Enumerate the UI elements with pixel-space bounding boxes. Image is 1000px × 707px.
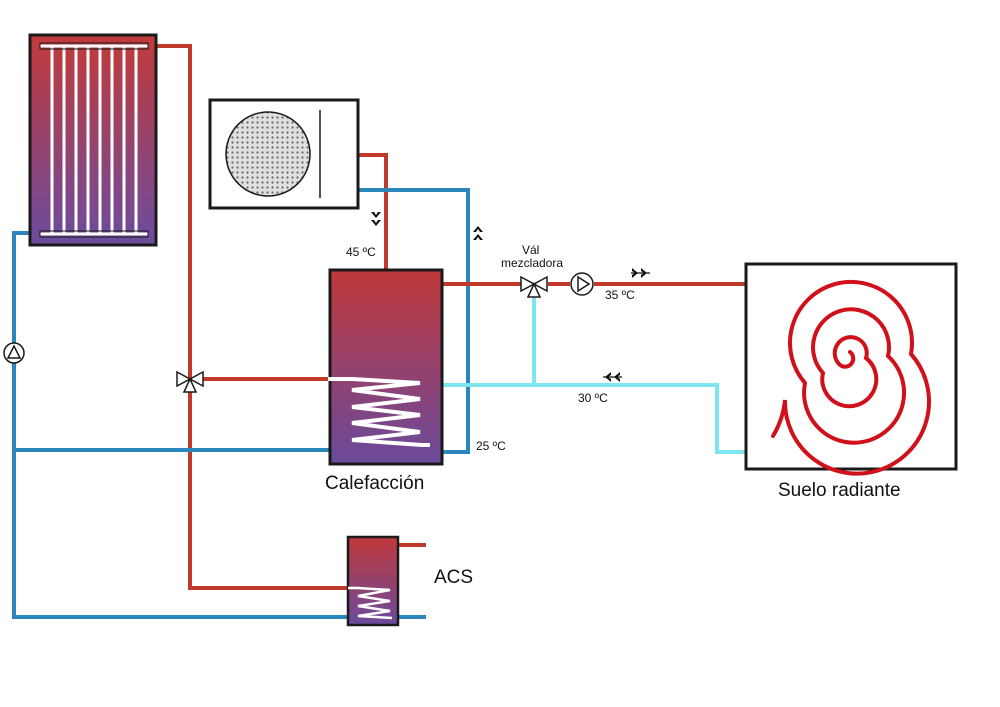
floor-heating-label: Suelo radiante [778, 480, 901, 501]
mixing-valve-label-line1: Vál [522, 243, 539, 257]
solar-collector-icon [28, 33, 158, 247]
heatpump-cold-pipe [358, 188, 470, 454]
solar-hot-pipe [156, 44, 348, 590]
dhw-tank [346, 535, 400, 627]
temp-tank-top-label: 45 ºC [346, 245, 376, 259]
dhw-coil-icon [348, 586, 393, 620]
return-pipe [442, 383, 746, 454]
heat-pump-icon [208, 98, 360, 210]
temp-return-label: 30 ºC [578, 391, 608, 405]
floor-heating [744, 262, 958, 476]
spiral-coil-icon [771, 280, 931, 476]
mixing-valve-icon [520, 275, 548, 298]
temp-supply-label: 35 ºC [605, 288, 635, 302]
circulation-pump-icon [570, 272, 594, 296]
mixing-valve-label-line2: mezcladora [501, 256, 563, 270]
heating-tank-label: Calefacción [325, 473, 424, 494]
heatpump-hot-pipe [358, 153, 388, 270]
three-way-valve-icon [176, 370, 204, 393]
solar-cold-pipe [12, 231, 348, 619]
flow-arrow-icon [371, 212, 650, 382]
temp-tank-bottom-label: 25 ºC [476, 439, 506, 453]
dhw-label: ACS [434, 567, 473, 588]
tank-coil-icon [328, 377, 430, 447]
pipes [12, 44, 746, 619]
pump-icon [3, 342, 25, 364]
heating-tank [328, 268, 444, 466]
